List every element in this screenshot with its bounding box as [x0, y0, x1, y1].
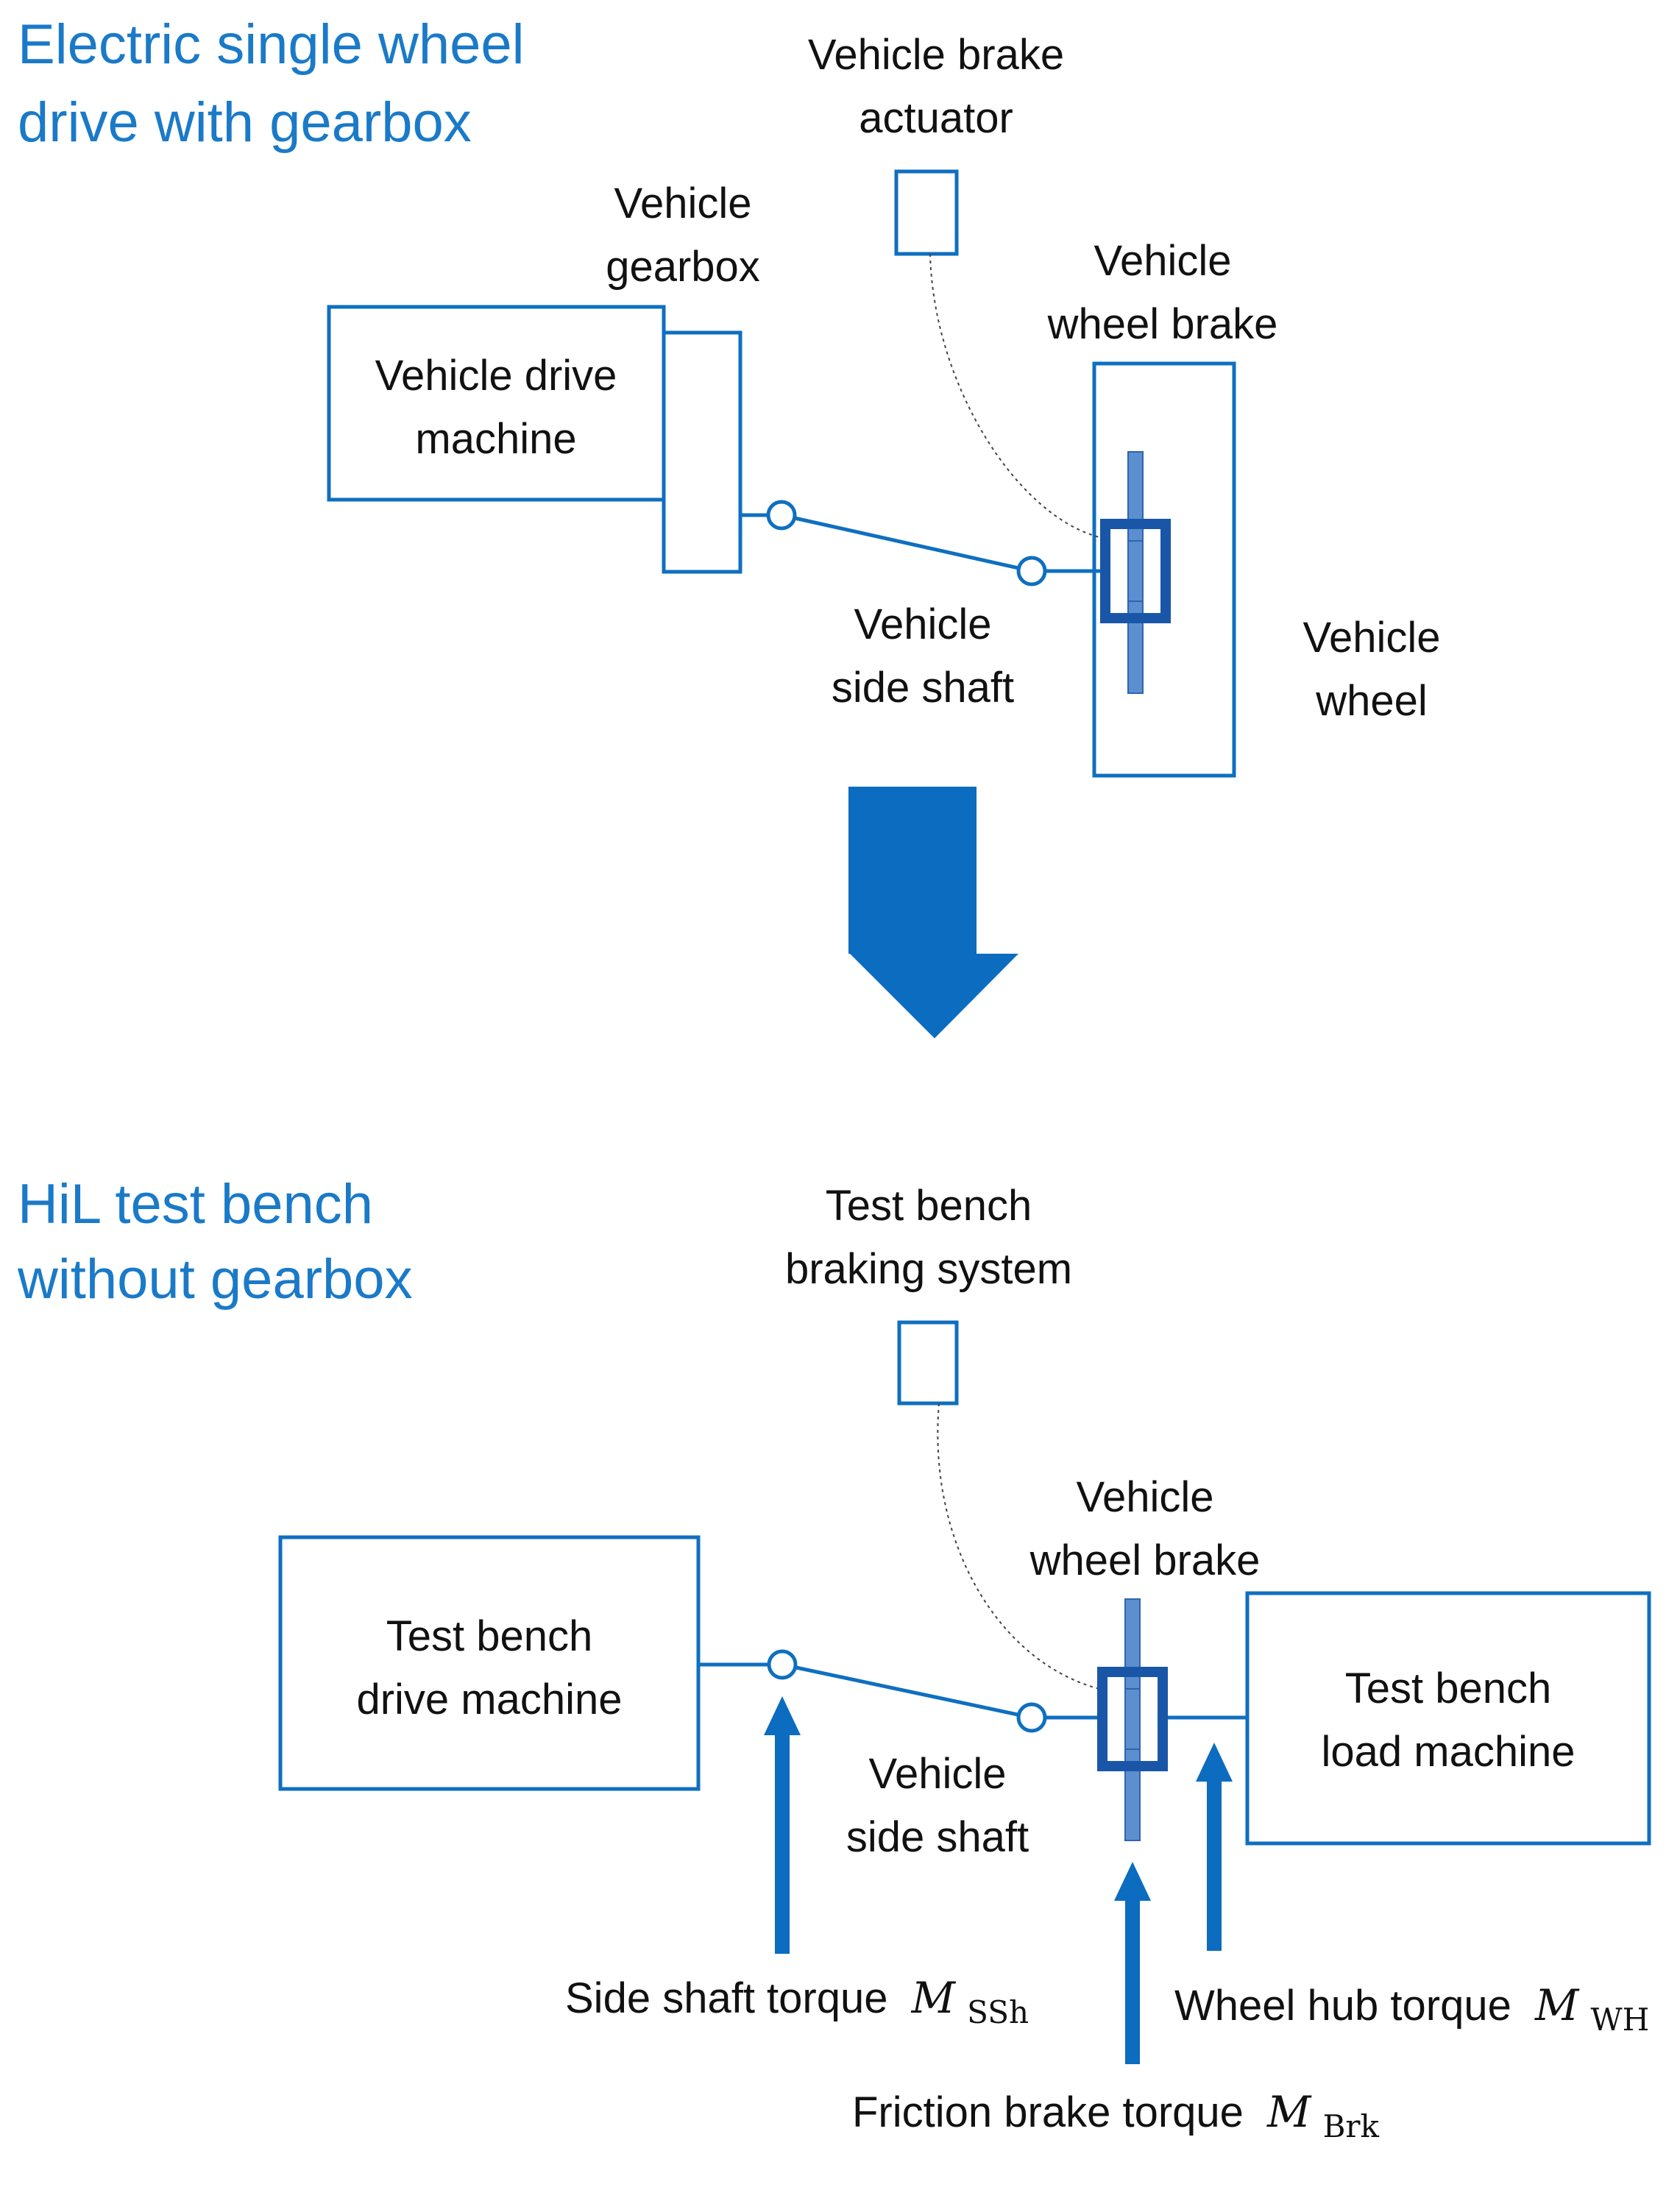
side-shaft-torque-label: Side shaft torque M SSh: [565, 1973, 1029, 2030]
down-arrow-icon: [848, 787, 1018, 1038]
test-bench-load-machine-label-line1: Test bench: [1345, 1665, 1552, 1712]
brake-actuator-box: [894, 169, 959, 256]
side-shaft-torque-symbol: M: [911, 1973, 957, 2023]
wheel-label-line2: wheel: [1315, 677, 1428, 725]
cv-joint-outer: [1016, 556, 1047, 587]
brake-actuator-label-line1: Vehicle brake: [808, 31, 1064, 79]
up-arrow-icon: [775, 1733, 790, 1954]
wheel-hub-torque-label: Wheel hub torque M WH: [1174, 1980, 1649, 2038]
wheel-brake-label-line2: wheel brake: [1047, 300, 1278, 348]
brake-actuator-label-line2: actuator: [859, 94, 1013, 142]
vehicle-gearbox-box: [662, 330, 742, 574]
vehicle-side-shaft: [781, 513, 1032, 573]
friction-brake-torque-symbol: M: [1266, 2087, 1312, 2137]
wheel-hub-torque-symbol: M: [1534, 1980, 1580, 2030]
bench-brake-caliper: [1097, 1667, 1168, 1771]
wheel-brake-label-line1: Vehicle: [1094, 237, 1231, 285]
up-arrow-icon: [764, 1696, 801, 1735]
side-shaft-torque-arrow: [764, 1696, 801, 1954]
side-shaft-label-line2: side shaft: [832, 664, 1014, 712]
test-bench-load-machine-box: [1245, 1591, 1651, 1846]
braking-system-label-line2: braking system: [785, 1245, 1072, 1293]
brake-disc-center: [1127, 540, 1144, 602]
bench-wheel-brake-label-line1: Vehicle: [1076, 1473, 1213, 1521]
test-bench-drive-machine-label-line2: drive machine: [356, 1676, 622, 1723]
bottom-heading-line1: HiL test bench: [18, 1173, 373, 1236]
bench-vehicle-side-shaft: [781, 1662, 1032, 1720]
vehicle-drive-machine-label-line2: machine: [415, 415, 576, 463]
side-shaft-label-line1: Vehicle: [854, 600, 991, 648]
friction-brake-torque-label: Friction brake torque M Brk: [852, 2087, 1380, 2144]
test-bench-drive-machine-label-line1: Test bench: [386, 1612, 593, 1660]
wheel-label-line1: Vehicle: [1302, 614, 1440, 662]
top-heading-line1: Electric single wheel: [18, 13, 525, 76]
braking-system-box: [897, 1320, 959, 1406]
friction-brake-torque-text: Friction brake torque: [852, 2088, 1244, 2136]
side-shaft-torque-subscript: SSh: [967, 1994, 1029, 2030]
wheel-hub-torque-subscript: WH: [1591, 2002, 1650, 2038]
up-arrow-icon: [1207, 1779, 1222, 1951]
bench-wheel-brake-label-line2: wheel brake: [1029, 1537, 1261, 1584]
bottom-heading-line2: without gearbox: [17, 1248, 413, 1311]
top-heading-line2: drive with gearbox: [18, 91, 472, 154]
friction-brake-torque-subscript: Brk: [1323, 2108, 1380, 2144]
bench-brake-disc-center: [1124, 1688, 1141, 1750]
braking-system-label-line1: Test bench: [826, 1182, 1032, 1230]
side-shaft-torque-text: Side shaft torque: [565, 1974, 888, 2022]
bottom-section: HiL test bench without gearbox Test benc…: [17, 1173, 1651, 2144]
gearbox-label-line1: Vehicle: [614, 180, 751, 227]
up-arrow-icon: [1196, 1743, 1233, 1782]
friction-brake-torque-arrow: [1114, 1862, 1151, 2064]
gearbox-label-line2: gearbox: [606, 243, 760, 291]
bench-cv-joint-inner: [767, 1649, 798, 1680]
actuator-signal-line: [929, 253, 1100, 538]
vehicle-drive-machine-label-line1: Vehicle drive: [375, 352, 617, 400]
top-section: Electric single wheel drive with gearbox…: [18, 13, 1441, 778]
up-arrow-icon: [1125, 1899, 1140, 2064]
bench-side-shaft-label-line1: Vehicle: [868, 1750, 1006, 1798]
bench-side-shaft-label-line2: side shaft: [846, 1813, 1029, 1861]
braking-system-signal-line: [937, 1403, 1100, 1690]
vehicle-drive-machine-box: [327, 305, 666, 502]
up-arrow-icon: [1114, 1862, 1151, 1901]
test-bench-drive-machine-box: [278, 1535, 701, 1791]
wheel-hub-torque-arrow: [1196, 1743, 1233, 1951]
brake-caliper: [1100, 519, 1171, 623]
test-bench-load-machine-label-line2: load machine: [1322, 1728, 1576, 1776]
bench-cv-joint-outer: [1016, 1702, 1047, 1733]
wheel-hub-torque-text: Wheel hub torque: [1174, 1982, 1511, 2030]
cv-joint-inner: [766, 500, 797, 531]
